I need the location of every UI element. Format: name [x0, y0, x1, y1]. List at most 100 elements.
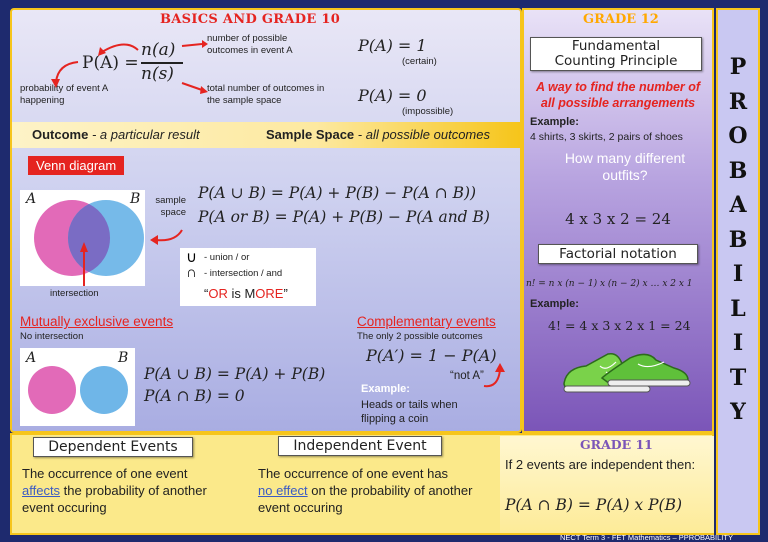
outcome-definition: Outcome - a particular result [32, 127, 200, 142]
sample-space-label: sample space [155, 195, 186, 218]
numerator-note: number of possible outcomes in event A [207, 33, 293, 56]
side-letter: A [729, 192, 747, 218]
mutual-eq-1: P(A ∪ B) = P(A) + P(B) [144, 365, 326, 383]
sneakers-image [563, 352, 691, 393]
pa-lhs: P(A) = [82, 53, 139, 73]
fcp-example-text: 4 shirts, 3 skirts, 2 pairs of shoes [530, 131, 683, 143]
factorial-example: 4! = 4 x 3 x 2 x 1 = 24 [548, 318, 691, 333]
probability-note: probability of event A happening [20, 83, 108, 106]
factorial-example-label: Example: [530, 298, 579, 310]
factorial-formula: n! = n x (n − 1) x (n − 2) x … x 2 x 1 [526, 279, 693, 289]
outcome-term: Outcome [32, 127, 89, 142]
union-text: - union / or [204, 252, 250, 263]
venn-label-b: B [130, 191, 141, 207]
fcp-example-label: Example: [530, 116, 579, 128]
not-a-arrow [483, 363, 505, 388]
or-more-ore: ORE [255, 286, 284, 301]
venn-intersection [67, 204, 111, 272]
denominator: n(s) [141, 64, 174, 84]
complement-title: Complementary events [357, 314, 496, 329]
mutual-box [20, 348, 135, 426]
independent-t1: The occurrence of one event has [258, 466, 449, 481]
symbol-box [180, 248, 316, 306]
denominator-note: total number of outcomes in the sample s… [207, 83, 325, 106]
side-letter: B [728, 157, 748, 184]
certain-eq: P(A) = 1 [358, 36, 427, 55]
venn-arrows [80, 229, 183, 286]
formula-arrows [51, 40, 208, 94]
mutual-label-a: A [26, 350, 37, 366]
or-more-q1: “ [204, 286, 209, 301]
basics-title: BASICS AND GRADE 10 [160, 12, 341, 27]
fcp-tag: Fundamental Counting Principle [530, 37, 702, 71]
dependent-text: The occurrence of one event affects the … [22, 465, 242, 516]
grade11-text: If 2 events are independent then: [505, 457, 696, 472]
side-letter: Y [730, 399, 746, 425]
complement-subtitle: The only 2 possible outcomes [357, 331, 483, 342]
fcp-tag-line1: Fundamental [571, 38, 661, 54]
independent-no-effect: no effect [258, 483, 308, 498]
side-letter: I [732, 330, 744, 356]
mutual-circle-b [80, 366, 128, 414]
grade12-title: GRADE 12 [583, 12, 659, 27]
sample-def: - all possible outcomes [354, 127, 490, 142]
side-letter: T [729, 364, 747, 391]
numerator: n(a) [141, 40, 176, 60]
sample-space-definition: Sample Space - all possible outcomes [266, 127, 490, 142]
mutual-circle-a [28, 366, 76, 414]
venn-label-a: A [26, 191, 37, 207]
fcp-answer: 4 x 3 x 2 = 24 [565, 210, 671, 228]
sample-term: Sample Space [266, 127, 355, 142]
grade11-title: GRADE 11 [580, 437, 653, 452]
fcp-tag-line2: Counting Principle [554, 53, 678, 69]
mutual-subtitle: No intersection [20, 331, 84, 342]
side-letter: I [732, 261, 744, 287]
or-more-mid: is M [227, 286, 256, 301]
independent-t3: on the probability of another event occu… [258, 483, 473, 515]
venn-diagram [34, 200, 144, 276]
grade11-box [500, 436, 714, 533]
mutual-title: Mutually exclusive events [20, 314, 174, 329]
independent-text: The occurrence of one event has no effec… [258, 465, 484, 516]
grade11-eq: P(A ∩ B) = P(A) x P(B) [505, 496, 683, 514]
not-a-label: “not A” [450, 370, 484, 382]
venn-eq-2: P(A or B) = P(A) + P(B) − P(A and B) [198, 208, 490, 226]
dependent-affects: affects [22, 483, 61, 498]
impossible-eq: P(A) = 0 [358, 86, 427, 105]
intersection-text: - intersection / and [204, 268, 283, 279]
or-is-more: “OR is MORE” [204, 286, 288, 301]
intersection-symbol: ∩ [186, 264, 197, 281]
complement-example: Heads or tails when flipping a coin [361, 399, 458, 425]
definition-banner [12, 122, 520, 148]
side-letter: R [728, 88, 748, 115]
fcp-description: A way to find the number of all possible… [535, 80, 701, 110]
mutual-label-b: B [118, 350, 129, 366]
or-more-q2: ” [283, 286, 288, 301]
side-letter: P [729, 54, 747, 80]
independent-tag: Independent Event [278, 436, 442, 456]
side-letter: B [728, 226, 748, 253]
or-more-or: OR [208, 286, 228, 301]
fraction-bar [141, 62, 183, 64]
side-letter: O [728, 123, 748, 149]
dependent-t3: the probability of another event occurin… [22, 483, 207, 515]
footer-credit: NECT Term 3 - FET Mathematics – PPROBABI… [560, 533, 733, 542]
outcome-def: - a particular result [88, 127, 200, 142]
dependent-t1: The occurrence of one event [22, 466, 188, 481]
mutual-diagram [28, 366, 128, 414]
fcp-question: How many different outfits? [564, 150, 686, 183]
factorial-tag: Factorial notation [538, 244, 698, 264]
venn-box [20, 190, 145, 286]
certain-label: (certain) [402, 56, 437, 67]
union-symbol: ∪ [186, 249, 197, 266]
intersection-label: intersection [50, 288, 99, 299]
venn-eq-1: P(A ∪ B) = P(A) + P(B) − P(A ∩ B)) [198, 184, 477, 202]
complement-eq: P(A′) = 1 − P(A) [366, 346, 497, 365]
dependent-tag: Dependent Events [33, 437, 193, 457]
venn-tag: Venn diagram [28, 156, 125, 175]
mutual-eq-2: P(A ∩ B) = 0 [144, 387, 245, 405]
side-letter: L [730, 295, 746, 322]
impossible-label: (impossible) [402, 106, 454, 117]
